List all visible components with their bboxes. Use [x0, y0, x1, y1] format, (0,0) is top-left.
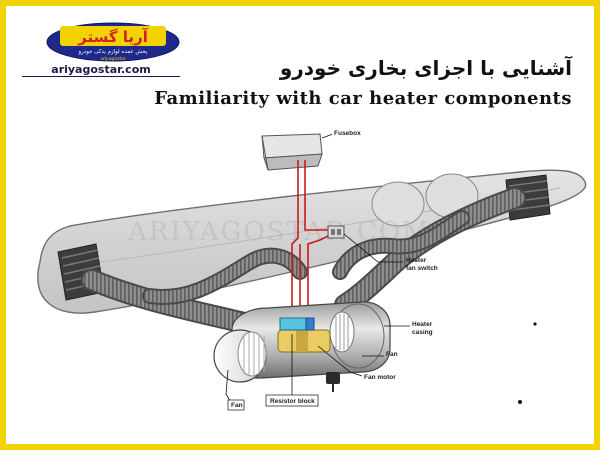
gauge-left: [371, 181, 425, 227]
fan-right: [329, 311, 355, 353]
label-heater-fan-switch-2: fan switch: [406, 265, 438, 272]
wiring: [287, 160, 333, 373]
company-logo: آریا گستر پخش عمده لوازم یدکی خودرو ariy…: [46, 22, 180, 62]
logo-underline: [22, 76, 180, 77]
fan-left: [213, 329, 267, 383]
label-fan-left: Fan: [231, 402, 243, 409]
logo-name: آریا گستر: [77, 28, 149, 46]
dot-marker: [533, 322, 537, 326]
connector-plug: [326, 372, 340, 392]
label-fan-motor: Fan motor: [364, 374, 396, 381]
fan-motor: [277, 317, 331, 353]
leader-lines: [225, 133, 410, 405]
label-fusebox: Fusebox: [334, 130, 361, 137]
logo-tagline: پخش عمده لوازم یدکی خودرو: [77, 48, 148, 55]
website-url: ariyagostar.com: [51, 63, 151, 76]
label-fan-right: Fan: [386, 351, 398, 358]
heater-fan-switch: [327, 225, 345, 239]
logo-latin: ariyagostar: [100, 56, 127, 62]
dot-marker: [518, 400, 522, 404]
label-heater-fan-switch-1: Heater: [406, 257, 427, 264]
title-persian: آشنایی با اجزای بخاری خودرو: [279, 56, 572, 80]
title-english: Familiarity with car heater components: [154, 88, 572, 109]
label-heater-casing-2: casing: [412, 329, 433, 336]
label-resistor-block: Resistor block: [270, 398, 315, 405]
label-heater-casing-1: Heater: [412, 321, 433, 328]
fusebox: [261, 133, 323, 171]
